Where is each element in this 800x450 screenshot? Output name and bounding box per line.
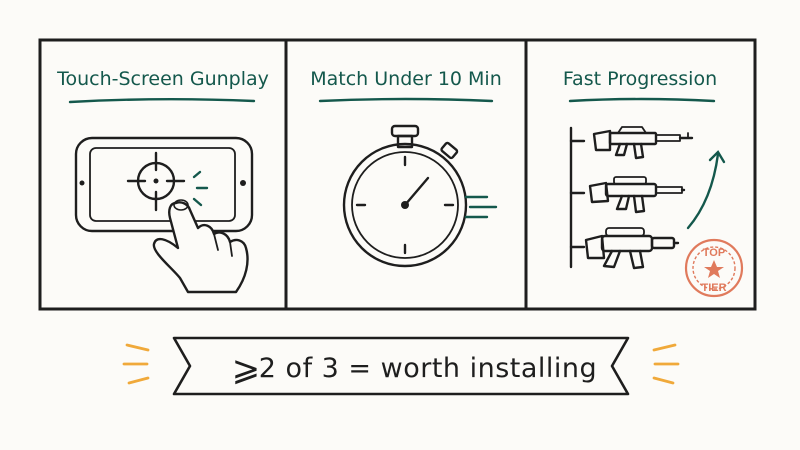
panel-title: Fast Progression bbox=[563, 68, 717, 90]
panel-touch-screen-gunplay: Touch-Screen Gunplay bbox=[56, 68, 269, 294]
arrow-up-icon bbox=[686, 152, 720, 230]
panel-title: Match Under 10 Min bbox=[310, 68, 502, 90]
panel-match-under-10-min: Match Under 10 Min bbox=[310, 68, 502, 268]
panel-fast-progression: Fast Progression bbox=[563, 68, 744, 298]
star-icon bbox=[704, 260, 724, 278]
stamp-line-bottom: TIER bbox=[701, 282, 726, 294]
title-underline bbox=[568, 97, 716, 103]
conclusion-banner: ⩾ 2 of 3 = worth installing bbox=[122, 336, 680, 396]
stopwatch-icon bbox=[342, 124, 498, 268]
title-underline bbox=[318, 97, 494, 103]
banner-ribbon bbox=[172, 336, 630, 396]
rifle-tier-2-icon bbox=[588, 176, 686, 214]
banner-text: 2 of 3 = worth installing bbox=[259, 353, 597, 384]
panels-frame bbox=[38, 38, 757, 311]
phone-crosshair-touch-icon bbox=[74, 136, 254, 294]
greater-or-equal-symbol: ⩾ bbox=[232, 349, 261, 389]
weapon-upgrade-ladder-icon bbox=[569, 126, 726, 270]
stamp-line-top: TOP bbox=[703, 247, 725, 259]
rifle-tier-3-icon bbox=[584, 227, 680, 270]
panel-title: Touch-Screen Gunplay bbox=[56, 68, 269, 90]
top-tier-stamp: TOP TIER bbox=[684, 238, 744, 298]
title-underline bbox=[68, 98, 256, 104]
rifle-tier-1-icon bbox=[592, 126, 694, 160]
